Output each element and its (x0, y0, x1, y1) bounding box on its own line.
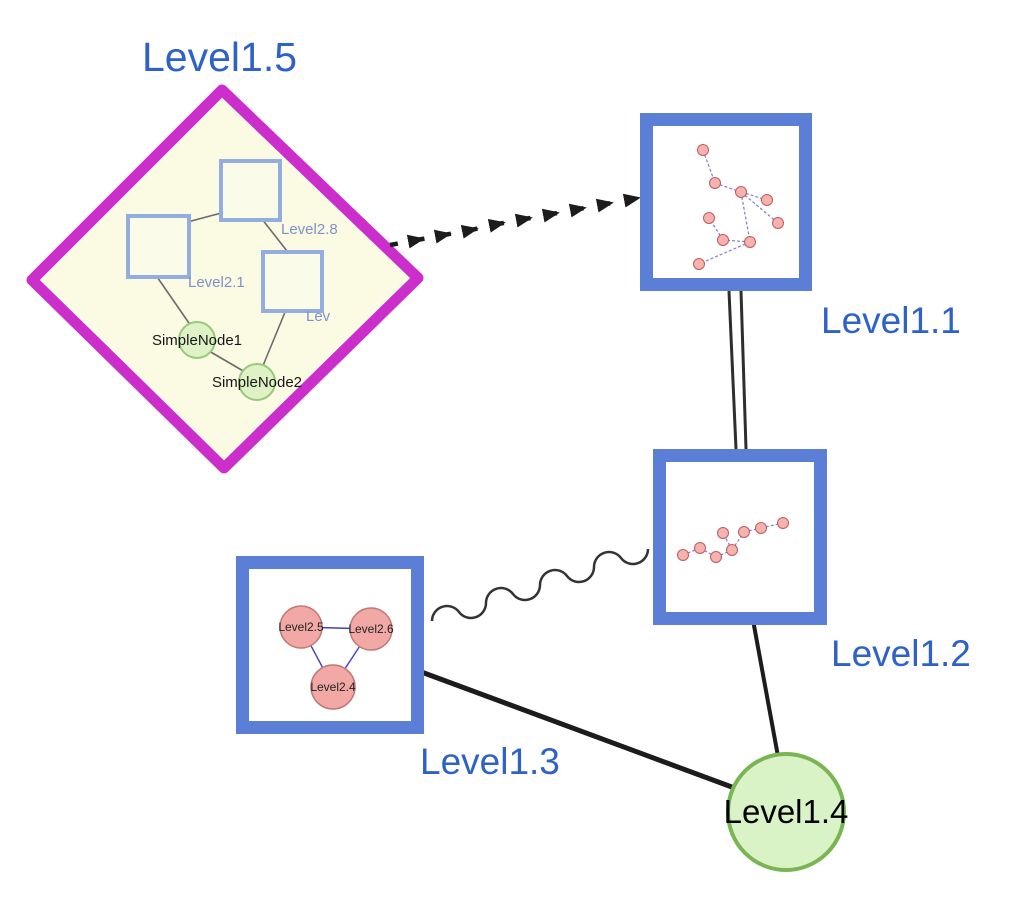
node-level2-6[interactable] (349, 607, 393, 651)
group-inner-edge[interactable] (152, 270, 192, 327)
edge-level11-to-level12[interactable] (727, 290, 748, 450)
mini-graph-nodes[interactable] (693, 144, 784, 270)
node-simplenode2[interactable] (238, 363, 276, 401)
group-level1-5-diamond[interactable] (26, 84, 424, 474)
label-level1-5: Level1.5 (142, 34, 298, 80)
node-level1-3[interactable]: Level2.5 Level2.6 Level2.4 (236, 556, 424, 734)
group-inner-edge[interactable] (208, 350, 246, 373)
label-level1-3: Level1.3 (420, 741, 560, 782)
edge-level15-to-level11[interactable] (389, 193, 641, 249)
label-level1-1: Level1.1 (821, 300, 961, 341)
label-level2-6: Level2.6 (348, 622, 394, 636)
node-level2-5[interactable] (279, 605, 323, 649)
node-level1-4[interactable]: Level1.4 (723, 752, 849, 872)
node-level2-4[interactable] (310, 664, 356, 710)
node-level1-3-minigraph: Level2.5 Level2.6 Level2.4 (278, 605, 394, 710)
node-level1-2-minigraph (677, 517, 789, 563)
group-child-square-left[interactable] (126, 214, 191, 279)
node-level1-2[interactable] (653, 449, 827, 625)
group-child-square-top[interactable] (219, 159, 282, 222)
label-simplenode2: SimpleNode2 (211, 374, 303, 391)
group-child-square-right[interactable] (261, 250, 324, 313)
label-level1-4: Level1.4 (723, 793, 849, 830)
label-level2-5: Level2.5 (278, 620, 324, 634)
label-simplenode1: SimpleNode1 (151, 332, 243, 349)
node-level1-1-minigraph (693, 144, 784, 270)
label-level1-2: Level1.2 (831, 633, 971, 674)
node-simplenode1[interactable] (178, 321, 216, 359)
group-inner-edge[interactable] (261, 304, 289, 369)
edge-level13-to-level12[interactable] (430, 548, 650, 622)
label-level2-1: Level2.1 (188, 274, 245, 291)
node-level1-1[interactable] (640, 113, 812, 291)
edge-level13-to-level14[interactable] (415, 667, 776, 806)
label-level2-8: Level2.8 (281, 221, 338, 238)
label-level2-x-clipped: Lev (306, 308, 331, 325)
mini-graph-nodes[interactable] (677, 517, 789, 563)
label-level2-4: Level2.4 (310, 680, 356, 694)
mini-graph-edges (698, 149, 779, 265)
